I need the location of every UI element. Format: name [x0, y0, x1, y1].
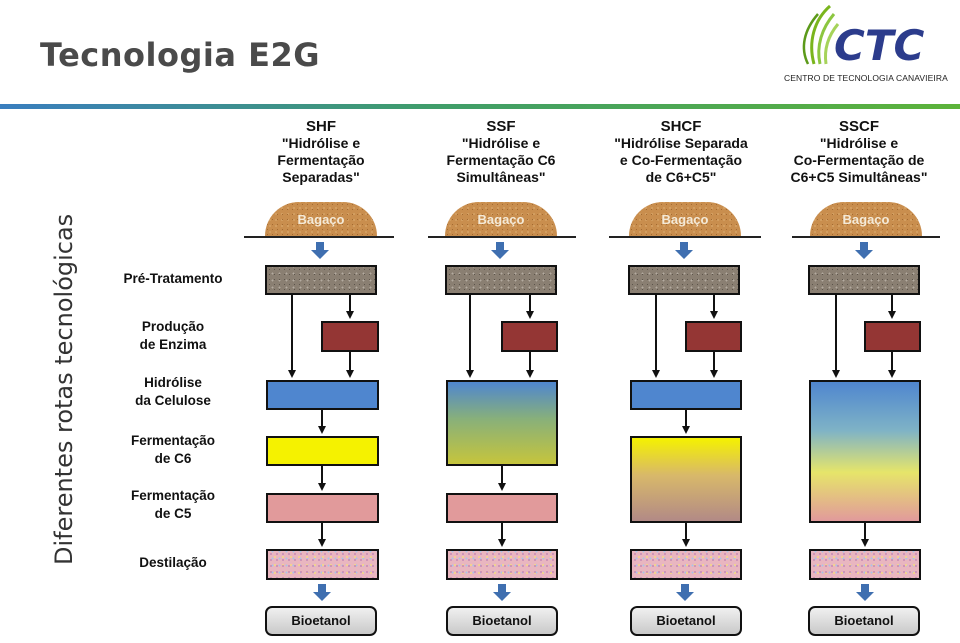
route-abbr-shf: SHF [306, 118, 336, 135]
ground-line-sscf [792, 236, 940, 238]
bagasse-label-shcf: Bagaço [661, 212, 709, 227]
bagasse-pile-sscf: Bagaço [810, 202, 922, 236]
header-divider [0, 104, 960, 109]
hydrolysis-fermentation-c6-box-ssf [446, 380, 558, 466]
bagasse-pile-shf: Bagaço [265, 202, 377, 236]
distillation-box-sscf [809, 549, 921, 580]
black-arrows [288, 295, 896, 547]
route-name-shf: "Hidrólise e Fermentação Separadas" [277, 135, 365, 185]
enzyme-box-shcf [685, 321, 742, 352]
fermentation-c6-box-shf [266, 436, 379, 466]
fermentation-c5-box-shf [266, 493, 379, 523]
enzyme-box-sscf [864, 321, 921, 352]
blue-arrows-bottom [313, 584, 874, 601]
pretreatment-box-shcf [628, 265, 740, 295]
bagasse-label-sscf: Bagaço [842, 212, 890, 227]
blue-arrows-top [311, 242, 873, 259]
step-label-fermentation-c5: Fermentação de C5 [130, 488, 216, 521]
route-title-shf: SHF"Hidrólise e Fermentação Separadas" [231, 118, 411, 186]
hydrolysis-box-shcf [630, 380, 742, 410]
ground-line-shf [244, 236, 394, 238]
fermentation-c5-box-ssf [446, 493, 558, 523]
step-label-distillation: Destilação [139, 555, 207, 570]
route-abbr-sscf: SSCF [838, 118, 879, 135]
pretreatment-box-sscf [808, 265, 920, 295]
page-title: Tecnologia E2G [40, 36, 320, 74]
bagasse-label-ssf: Bagaço [477, 212, 525, 227]
route-title-sscf: SSCF"Hidrólise e Co-Fermentação de C6+C5… [774, 118, 944, 186]
bagasse-pile-shcf: Bagaço [629, 202, 741, 236]
route-abbr-ssf: SSF [486, 118, 516, 135]
bioethanol-box-shf: Bioetanol [265, 606, 377, 636]
route-name-sscf: "Hidrólise e Co-Fermentação de C6+C5 Sim… [790, 135, 928, 185]
hydrolysis-cofermentation-box-sscf [809, 380, 921, 523]
bioethanol-box-ssf: Bioetanol [446, 606, 558, 636]
route-title-shcf: SHCF"Hidrólise Separada e Co-Fermentação… [596, 118, 766, 186]
logo-subtitle: CENTRO DE TECNOLOGIA CANAVIEIRA [784, 73, 948, 83]
bioethanol-box-sscf: Bioetanol [808, 606, 920, 636]
route-abbr-shcf: SHCF [660, 118, 702, 135]
distillation-box-shf [266, 549, 379, 580]
bagasse-label-shf: Bagaço [297, 212, 345, 227]
route-name-ssf: "Hidrólise e Fermentação C6 Simultâneas" [446, 135, 556, 185]
step-label-fermentation-c6: Fermentação de C6 [130, 433, 216, 466]
ctc-logo: CTC [800, 2, 950, 86]
step-label-pretreatment: Pré-Tratamento [123, 271, 223, 286]
cofermentation-c6-c5-box-shcf [630, 436, 742, 523]
enzyme-box-ssf [501, 321, 558, 352]
bioethanol-box-shcf: Bioetanol [630, 606, 742, 636]
pretreatment-box-ssf [445, 265, 557, 295]
route-title-ssf: SSF"Hidrólise e Fermentação C6 Simultâne… [411, 118, 591, 186]
route-name-shcf: "Hidrólise Separada e Co-Fermentação de … [614, 135, 748, 185]
enzyme-box-shf [321, 321, 379, 352]
ground-line-ssf [428, 236, 576, 238]
step-label-enzyme: Produção de Enzima [139, 319, 207, 352]
ground-line-shcf [609, 236, 761, 238]
step-label-hydrolysis: Hidrólise da Celulose [135, 375, 211, 408]
hydrolysis-box-shf [266, 380, 379, 410]
pretreatment-box-shf [265, 265, 377, 295]
bagasse-pile-ssf: Bagaço [445, 202, 557, 236]
ctc-logo-text: CTC [834, 21, 924, 70]
distillation-box-shcf [630, 549, 742, 580]
distillation-box-ssf [446, 549, 558, 580]
